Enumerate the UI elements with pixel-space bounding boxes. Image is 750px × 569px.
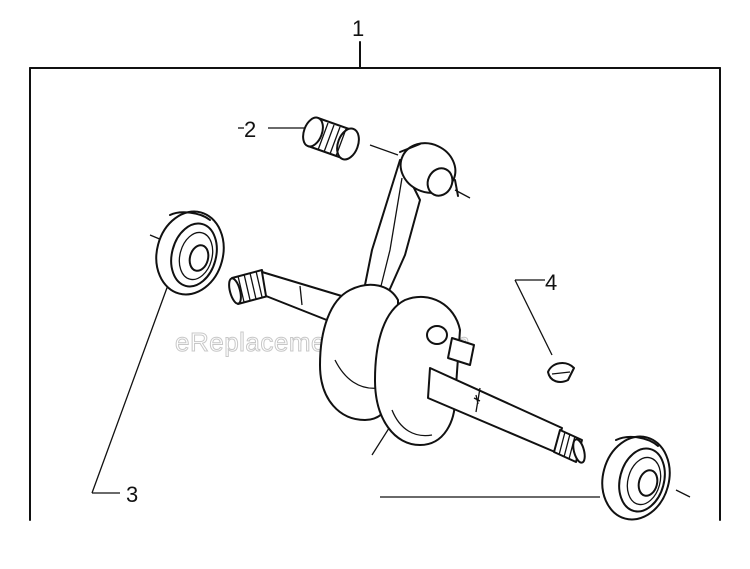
- callout-3[interactable]: 3: [126, 482, 138, 507]
- crankshaft-part[interactable]: [227, 134, 587, 464]
- callout-4[interactable]: 4: [545, 270, 557, 295]
- callout-1[interactable]: 1: [352, 16, 364, 41]
- woodruff-key-part[interactable]: [547, 362, 575, 383]
- assembly-bracket: [29, 41, 721, 521]
- needle-bearing-part[interactable]: [299, 115, 362, 163]
- callout-2[interactable]: 2: [244, 117, 256, 142]
- ball-bearing-right-part[interactable]: [593, 429, 678, 527]
- ball-bearing-left-part[interactable]: [147, 204, 232, 302]
